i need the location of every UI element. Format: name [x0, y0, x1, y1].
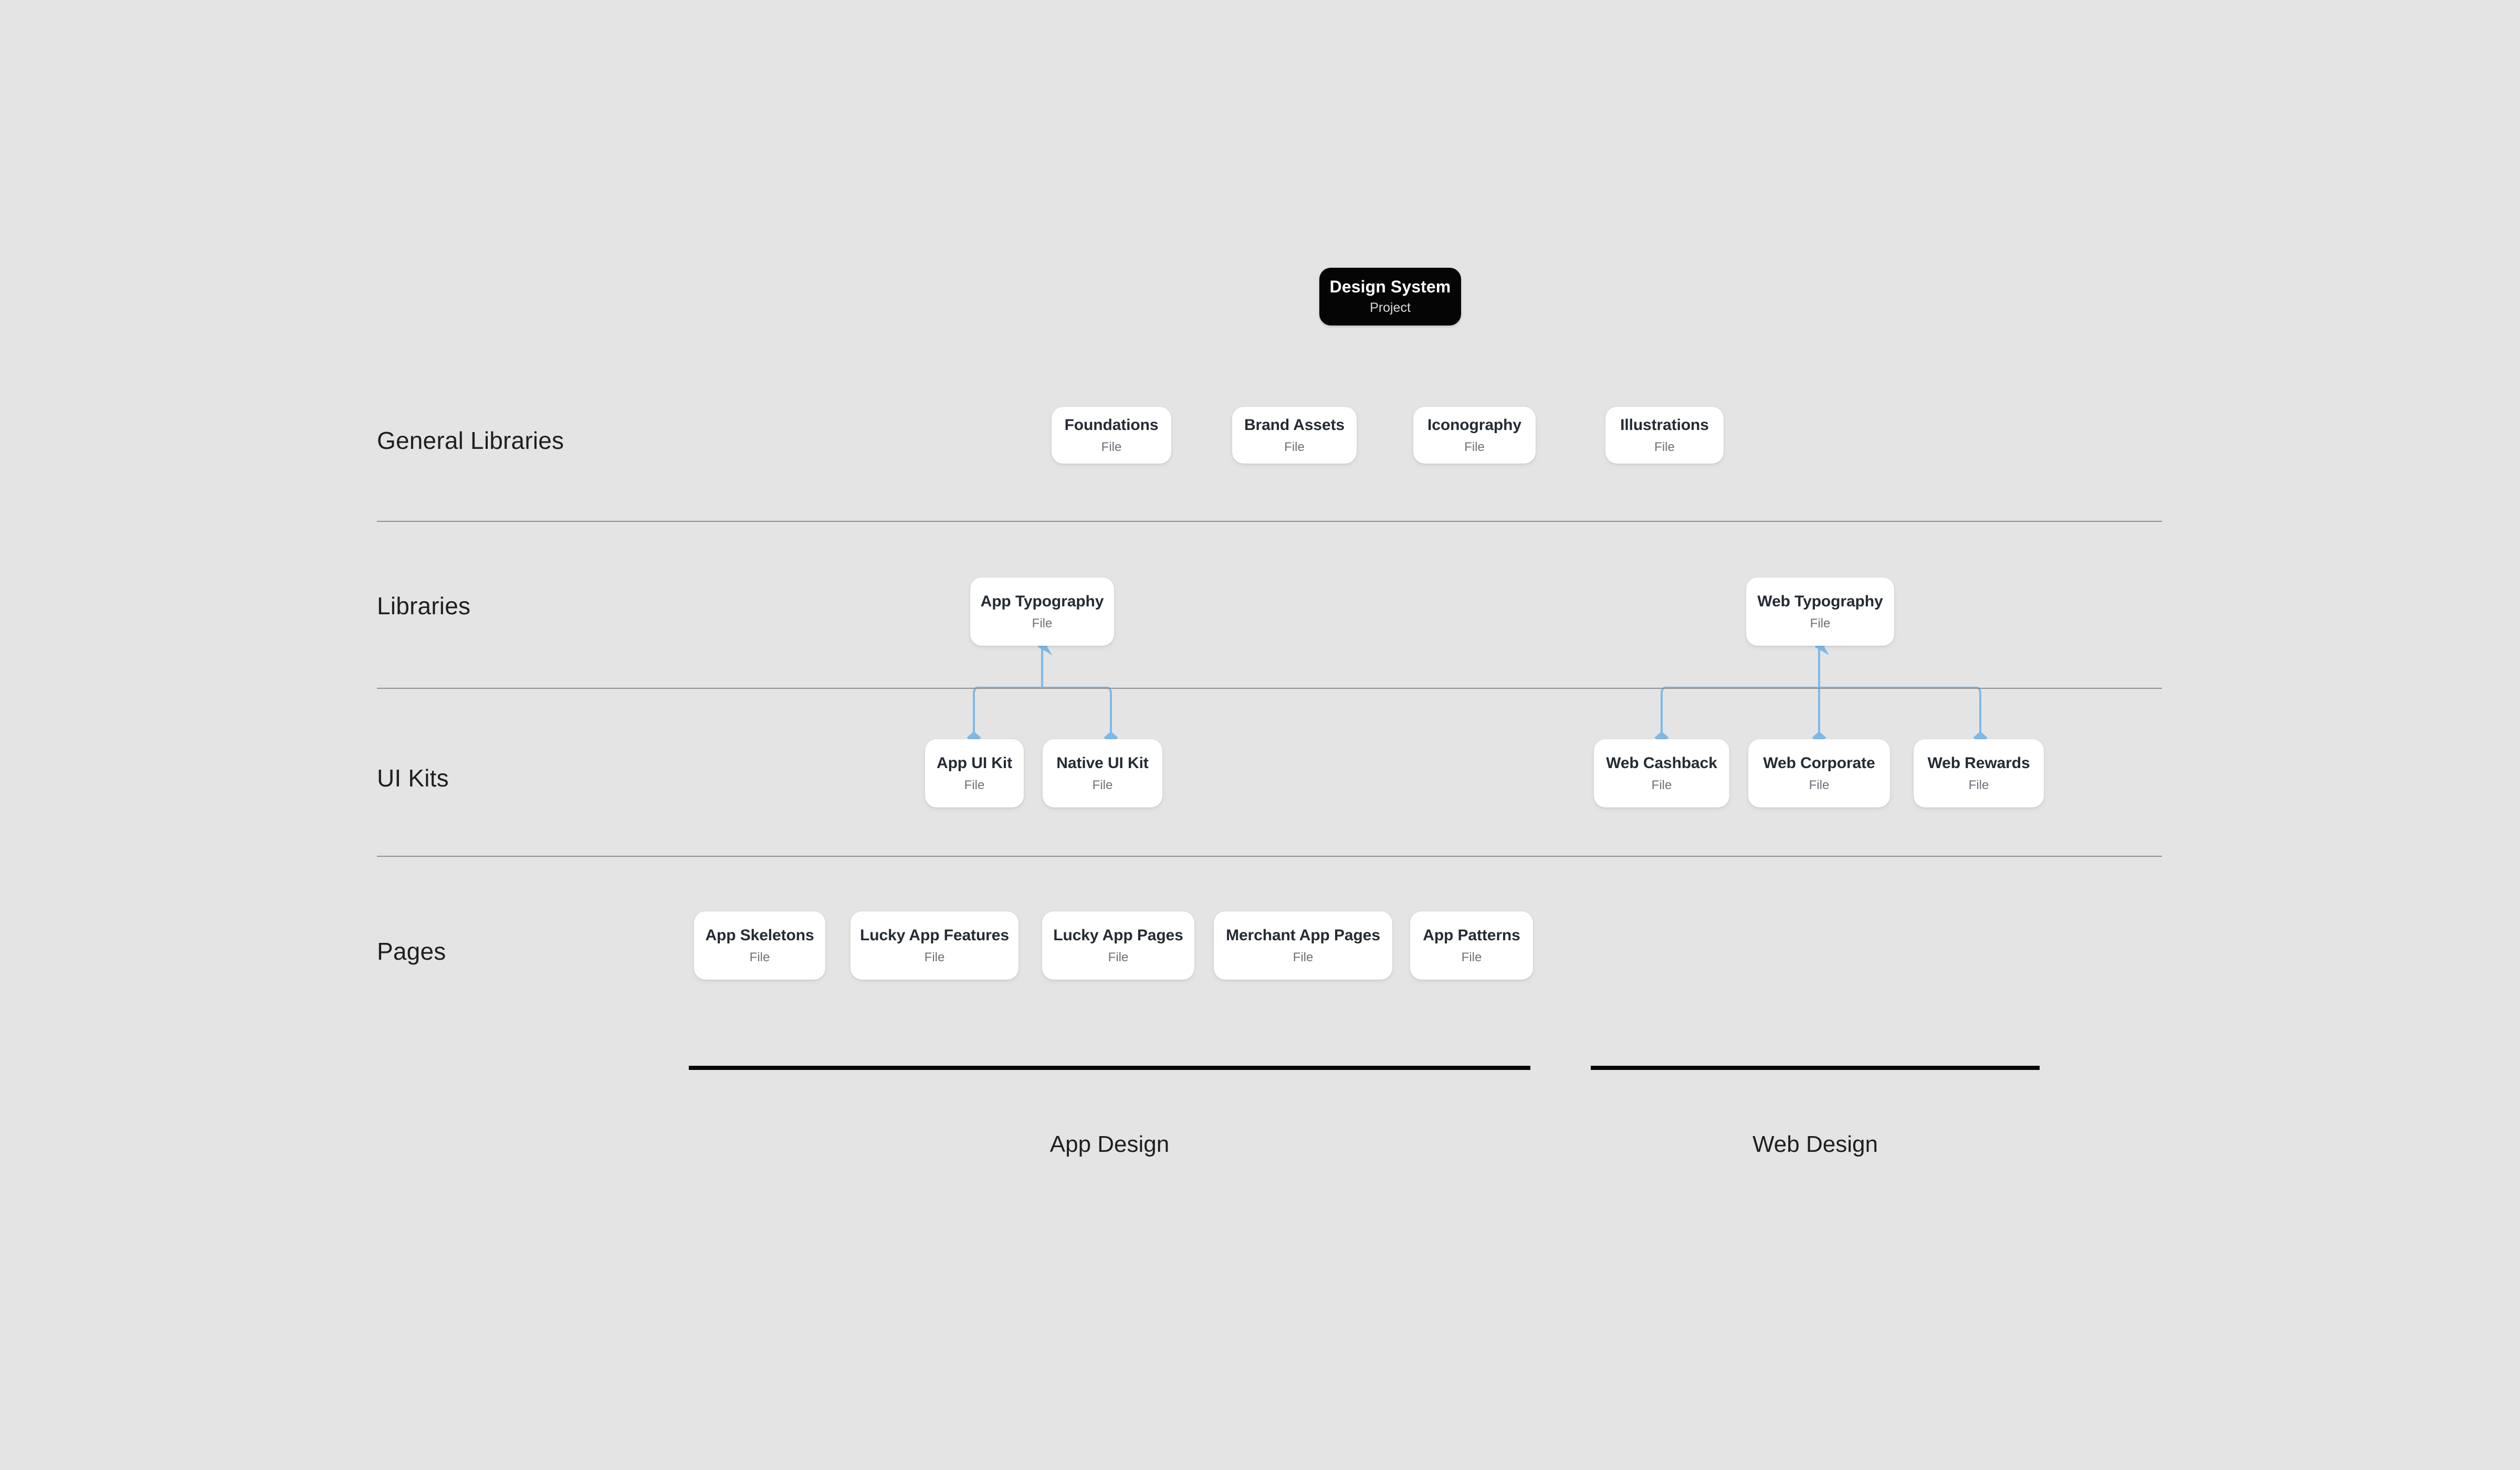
group-bar-web-design	[1591, 1066, 2040, 1070]
file-card-title: Web Rewards	[1927, 754, 2030, 772]
file-card-subtitle: File	[1651, 778, 1672, 792]
file-card-app-skeletons[interactable]: App Skeletons File	[694, 911, 825, 980]
file-card-lucky-app-features[interactable]: Lucky App Features File	[850, 911, 1018, 980]
file-card-illustrations[interactable]: Illustrations File	[1605, 407, 1724, 464]
row-label-general-libraries: General Libraries	[377, 427, 564, 454]
divider-ui-kits	[377, 856, 2162, 857]
file-card-subtitle: File	[1654, 439, 1675, 454]
file-card-subtitle: File	[964, 778, 985, 792]
file-card-subtitle: File	[1032, 616, 1053, 631]
group-caption-app-design: App Design	[1049, 1131, 1170, 1157]
file-card-title: Web Typography	[1757, 593, 1883, 611]
file-card-title: Foundations	[1064, 416, 1159, 434]
file-card-title: Illustrations	[1620, 416, 1709, 434]
file-card-lucky-app-pages[interactable]: Lucky App Pages File	[1042, 911, 1194, 980]
file-card-title: Web Cashback	[1606, 754, 1717, 772]
file-card-subtitle: File	[1461, 950, 1482, 964]
divider-libraries	[377, 688, 2162, 689]
file-card-title: App UI Kit	[937, 754, 1012, 772]
file-card-title: App Typography	[980, 593, 1104, 611]
row-label-ui-kits: UI Kits	[377, 764, 449, 792]
file-card-subtitle: File	[1464, 439, 1485, 454]
file-card-title: App Patterns	[1423, 927, 1520, 944]
file-card-web-typography[interactable]: Web Typography File	[1746, 578, 1894, 646]
connector-web-typography-group	[1654, 638, 1988, 744]
project-node-design-system[interactable]: Design System Project	[1319, 268, 1461, 326]
file-card-subtitle: File	[1293, 950, 1314, 964]
file-card-subtitle: File	[749, 950, 770, 964]
file-card-subtitle: File	[1108, 950, 1129, 964]
file-card-subtitle: File	[924, 950, 945, 964]
project-node-title: Design System	[1329, 277, 1451, 297]
file-card-iconography[interactable]: Iconography File	[1413, 407, 1536, 464]
file-card-web-rewards[interactable]: Web Rewards File	[1914, 739, 2044, 807]
file-card-web-corporate[interactable]: Web Corporate File	[1748, 739, 1890, 807]
file-card-merchant-app-pages[interactable]: Merchant App Pages File	[1214, 911, 1392, 980]
file-card-title: App Skeletons	[705, 927, 814, 944]
file-card-title: Iconography	[1427, 416, 1521, 434]
file-card-title: Brand Assets	[1244, 416, 1345, 434]
file-card-subtitle: File	[1101, 439, 1122, 454]
connector-app-typography-group	[967, 638, 1118, 744]
file-card-subtitle: File	[1092, 778, 1113, 792]
file-card-title: Lucky App Pages	[1053, 927, 1183, 944]
group-bar-app-design	[689, 1066, 1530, 1070]
group-caption-web-design: Web Design	[1752, 1131, 1878, 1157]
file-card-app-typography[interactable]: App Typography File	[970, 578, 1114, 646]
file-card-native-ui-kit[interactable]: Native UI Kit File	[1043, 739, 1162, 807]
file-card-subtitle: File	[1284, 439, 1305, 454]
file-card-app-patterns[interactable]: App Patterns File	[1410, 911, 1533, 980]
file-card-brand-assets[interactable]: Brand Assets File	[1232, 407, 1357, 464]
divider-general-libraries	[377, 521, 2162, 522]
file-card-title: Native UI Kit	[1056, 754, 1149, 772]
file-card-title: Lucky App Features	[860, 927, 1009, 944]
file-card-app-ui-kit[interactable]: App UI Kit File	[925, 739, 1024, 807]
project-node-subtitle: Project	[1370, 300, 1411, 316]
file-card-subtitle: File	[1810, 616, 1831, 631]
file-card-title: Web Corporate	[1763, 754, 1875, 772]
row-label-libraries: Libraries	[377, 592, 471, 620]
file-card-subtitle: File	[1809, 778, 1830, 792]
file-card-title: Merchant App Pages	[1226, 927, 1380, 944]
file-card-web-cashback[interactable]: Web Cashback File	[1594, 739, 1729, 807]
row-label-pages: Pages	[377, 938, 446, 965]
file-card-foundations[interactable]: Foundations File	[1052, 407, 1171, 464]
file-card-subtitle: File	[1968, 778, 1989, 792]
